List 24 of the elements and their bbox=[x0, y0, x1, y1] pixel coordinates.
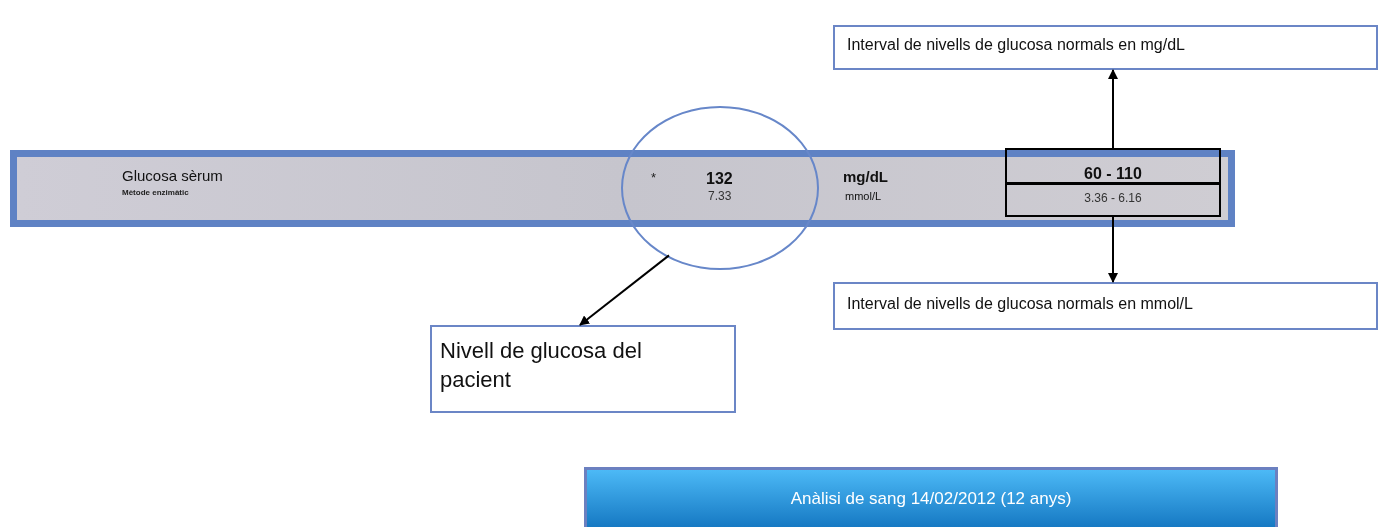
callout-text: Interval de nivells de glucosa normals en mmol/L bbox=[847, 295, 1193, 313]
callout-text: Nivell de glucosa del pacient bbox=[440, 337, 643, 394]
range-box bbox=[1005, 148, 1221, 184]
method-text: Mètode enzimàtic bbox=[122, 188, 189, 197]
range-box bbox=[1005, 183, 1221, 217]
unit-label: mg/dL bbox=[843, 168, 888, 185]
banner-text: Anàlisi de sang 14/02/2012 (12 anys) bbox=[789, 489, 1073, 509]
callout-box bbox=[833, 25, 1378, 70]
range-value: 3.36 - 6.16 bbox=[1083, 191, 1143, 205]
patient-value: 132 bbox=[706, 170, 733, 188]
callout-box bbox=[430, 325, 736, 413]
highlight-circle bbox=[621, 106, 819, 270]
unit-label: mmol/L bbox=[845, 190, 882, 202]
callout-box bbox=[833, 282, 1378, 330]
title-banner bbox=[584, 467, 1278, 527]
report-strip bbox=[10, 150, 1235, 227]
arrow bbox=[579, 254, 670, 326]
range-value: 60 - 110 bbox=[1083, 165, 1143, 183]
callout-text: Interval de nivells de glucosa normals en mg/dL bbox=[847, 36, 1185, 54]
test-name: Glucosa sèrum bbox=[122, 167, 223, 184]
patient-value-mmol: 7.33 bbox=[708, 189, 732, 203]
flag-mark: * bbox=[651, 170, 657, 185]
arrow bbox=[1108, 69, 1118, 149]
arrow bbox=[1108, 216, 1118, 283]
